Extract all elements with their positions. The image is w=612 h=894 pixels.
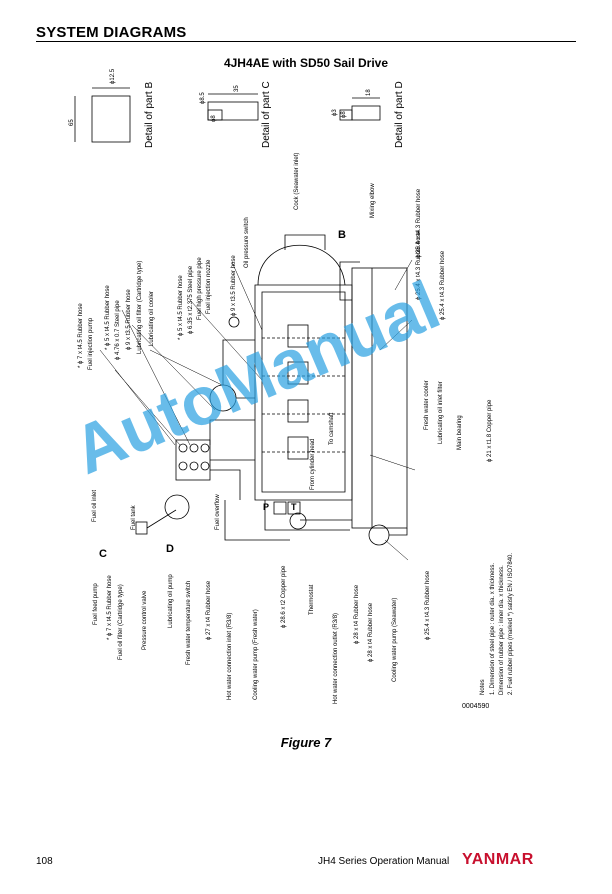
svg-text:Cooling water pump (Fresh wate: Cooling water pump (Fresh water) (253, 609, 259, 700)
svg-text:ϕ 6.35 x t2.375 Steel pipe: ϕ 6.35 x t2.375 Steel pipe (188, 265, 194, 334)
svg-text:* ϕ 7 x t4.5 Rubber hose: * ϕ 7 x t4.5 Rubber hose (78, 303, 84, 368)
header-rule (36, 41, 576, 42)
section-title: SYSTEM DIAGRAMS (36, 24, 187, 41)
page-number: 108 (36, 856, 53, 867)
svg-text:Lubricating oil pump: Lubricating oil pump (168, 574, 174, 628)
svg-text:ϕ 27 x t4 Rubber hose: ϕ 27 x t4 Rubber hose (206, 580, 212, 640)
freshwater-pump-symbol (289, 512, 307, 530)
svg-text:Fresh water cooler: Fresh water cooler (424, 380, 430, 430)
svg-text:ϕ 28.6 x t2 Copper pipe: ϕ 28.6 x t2 Copper pipe (281, 565, 287, 628)
svg-text:Fuel injection nozzle: Fuel injection nozzle (206, 259, 212, 314)
svg-text:1. Dimension of steel pipe : o: 1. Dimension of steel pipe : outer dia. … (490, 563, 496, 695)
svg-text:ϕ 4.76 x 0.7 Steel pipe: ϕ 4.76 x 0.7 Steel pipe (115, 300, 121, 360)
svg-text:65: 65 (69, 119, 75, 126)
svg-text:ϕ 25.4 x t4.3 Rubber hose: ϕ 25.4 x t4.3 Rubber hose (425, 570, 431, 640)
svg-text:18: 18 (366, 89, 372, 96)
svg-text:2. Fuel rubber pipes (marked *: 2. Fuel rubber pipes (marked *) satisfy … (508, 553, 514, 695)
svg-text:Hot water connection outlet (R: Hot water connection outlet (R3/8) (333, 613, 339, 704)
svg-text:ϕ8: ϕ8 (341, 111, 347, 118)
diagram-title: 4JH4AE with SD50 Sail Drive (223, 56, 389, 70)
svg-text:Pressure control valve: Pressure control valve (142, 590, 148, 650)
svg-text:ϕ 9 x t3.5 Rubber hose: ϕ 9 x t3.5 Rubber hose (231, 255, 237, 316)
marker-t: T (291, 502, 297, 512)
marker-d: D (166, 543, 174, 555)
fuel-filter-symbol (164, 494, 190, 520)
notes-heading: Notes (480, 679, 486, 695)
svg-text:Main bearing: Main bearing (457, 415, 463, 450)
svg-text:ϕ 28 x t4 Rubber hose: ϕ 28 x t4 Rubber hose (354, 584, 360, 644)
svg-text:Fuel tank: Fuel tank (131, 504, 137, 530)
svg-text:ϕ 25.4 x t4.3 Rubber hose: ϕ 25.4 x t4.3 Rubber hose (416, 188, 422, 258)
svg-text:From cylinder head: From cylinder head (310, 439, 316, 490)
svg-text:Mixing elbow: Mixing elbow (370, 183, 376, 218)
detail-d-title: Detail of part D (394, 81, 405, 148)
detail-c-title: Detail of part C (261, 81, 272, 148)
svg-text:Cock (Seawater inlet): Cock (Seawater inlet) (294, 153, 300, 210)
svg-text:Fresh water temperature switch: Fresh water temperature switch (186, 581, 192, 665)
detail-b-pipe (91, 95, 131, 143)
svg-text:Fuel oil inlet: Fuel oil inlet (92, 490, 98, 522)
svg-text:Fuel oil filter (Cartridge typ: Fuel oil filter (Cartridge type) (118, 584, 124, 660)
svg-text:Lubricating oil inlet filter: Lubricating oil inlet filter (438, 381, 444, 444)
svg-text:* ϕ 5 x t4.5 Rubber hose: * ϕ 5 x t4.5 Rubber hose (178, 275, 184, 340)
detail-b-title: Detail of part B (144, 82, 155, 148)
svg-text:ϕ8: ϕ8 (211, 115, 217, 122)
svg-text:Lubricating oil cooler: Lubricating oil cooler (149, 291, 155, 346)
brand-logo: YANMAR (462, 851, 534, 868)
svg-text:ϕ12.5: ϕ12.5 (110, 68, 116, 84)
marker-b: B (338, 229, 346, 241)
svg-text:ϕ8.5: ϕ8.5 (200, 92, 206, 104)
svg-text:ϕ 28 x t4 Rubber hose: ϕ 28 x t4 Rubber hose (368, 602, 374, 662)
cooling-loop (351, 267, 408, 529)
svg-text:* ϕ 7 x t4.5 Rubber hose: * ϕ 7 x t4.5 Rubber hose (107, 575, 113, 640)
svg-text:ϕ 21 x t1.8 Copper pipe: ϕ 21 x t1.8 Copper pipe (487, 399, 493, 462)
svg-text:Hot water connection inlet (R3: Hot water connection inlet (R3/8) (227, 613, 233, 700)
marker-p: P (263, 502, 269, 512)
svg-text:Dimension of rubber pipe : inn: Dimension of rubber pipe : inner dia. x … (499, 565, 505, 695)
svg-text:Fuel feed pump: Fuel feed pump (93, 583, 99, 625)
svg-text:To camshaft: To camshaft (329, 412, 335, 445)
svg-text:ϕ 9 x t3.5 Rubber hose: ϕ 9 x t3.5 Rubber hose (126, 289, 132, 350)
svg-text:* ϕ 5 x t4.5 Rubber hose: * ϕ 5 x t4.5 Rubber hose (105, 285, 111, 350)
svg-text:Cooling water pump (Seawater): Cooling water pump (Seawater) (392, 598, 398, 682)
svg-text:Thermostat: Thermostat (309, 584, 315, 615)
marker-c: C (99, 548, 107, 560)
detail-d-pipe (351, 105, 381, 121)
drawing-number: 0004590 (462, 703, 489, 710)
manual-name: JH4 Series Operation Manual (318, 856, 450, 867)
svg-text:35: 35 (234, 85, 240, 92)
svg-text:Fuel overflow: Fuel overflow (215, 494, 221, 530)
svg-text:ϕ 25.4 x t4.3 Rubber hose: ϕ 25.4 x t4.3 Rubber hose (440, 250, 446, 320)
svg-text:Fuel high pressure pipe: Fuel high pressure pipe (197, 257, 203, 320)
svg-text:Fuel injection pump: Fuel injection pump (88, 317, 94, 370)
svg-text:Lubricating oil filter (Cartri: Lubricating oil filter (Cartridge type) (137, 261, 143, 354)
svg-text:Oil pressure switch: Oil pressure switch (244, 217, 250, 268)
svg-text:ϕ3: ϕ3 (332, 109, 338, 116)
svg-text:ϕ 25.4 x t4.3 Rubber hose: ϕ 25.4 x t4.3 Rubber hose (416, 230, 422, 300)
figure-caption: Figure 7 (280, 735, 332, 750)
